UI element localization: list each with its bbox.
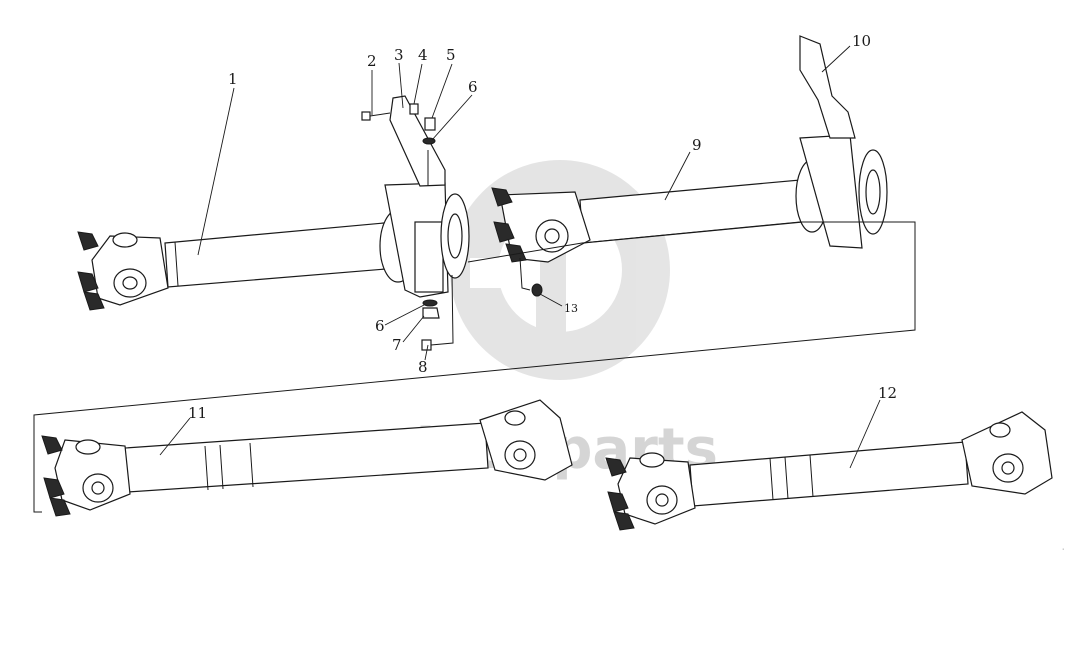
callout-4: 4 (418, 46, 428, 64)
callout-labels: 1 2 3 4 5 6 6 7 8 9 10 11 12 13 (188, 32, 897, 422)
universal-joint-11-right (479, 399, 573, 481)
assembly-frame-line (33, 221, 916, 513)
propeller-shaft-12 (605, 411, 1053, 531)
callout-12: 12 (878, 384, 897, 402)
callout-13: 13 (564, 302, 578, 315)
universal-joint-left-1 (77, 231, 169, 311)
callout-8: 8 (418, 358, 428, 376)
bolt-2 (361, 111, 391, 121)
bolt-5 (424, 117, 436, 131)
nut-7 (422, 307, 440, 319)
callout-6-upper: 6 (468, 78, 478, 96)
callout-10: 10 (852, 32, 871, 50)
nut-4 (409, 103, 419, 115)
callout-11: 11 (188, 404, 207, 422)
center-bearing-support-9 (795, 134, 888, 249)
callout-5: 5 (446, 46, 456, 64)
bracket-3 (389, 95, 446, 187)
propeller-shaft-11 (41, 399, 573, 517)
bolt-8 (421, 339, 432, 351)
leader-lines (159, 45, 881, 469)
universal-joint-11-left (41, 435, 131, 517)
center-bearing-support (379, 182, 470, 298)
universal-joint-9 (491, 187, 591, 263)
callout-3: 3 (394, 46, 404, 64)
callout-6-lower: 6 (375, 317, 385, 335)
washer-6-lower (422, 299, 438, 307)
callout-1: 1 (228, 70, 238, 88)
bracket-10 (799, 35, 856, 139)
callout-7: 7 (392, 336, 402, 354)
propeller-shaft-1 (77, 95, 470, 351)
nut-13 (531, 283, 543, 297)
callout-2: 2 (367, 52, 377, 70)
callout-9: 9 (692, 136, 702, 154)
universal-joint-12-left (605, 452, 696, 531)
universal-joint-12-right (961, 411, 1053, 495)
stray-mark: ᐧ (1062, 545, 1064, 554)
